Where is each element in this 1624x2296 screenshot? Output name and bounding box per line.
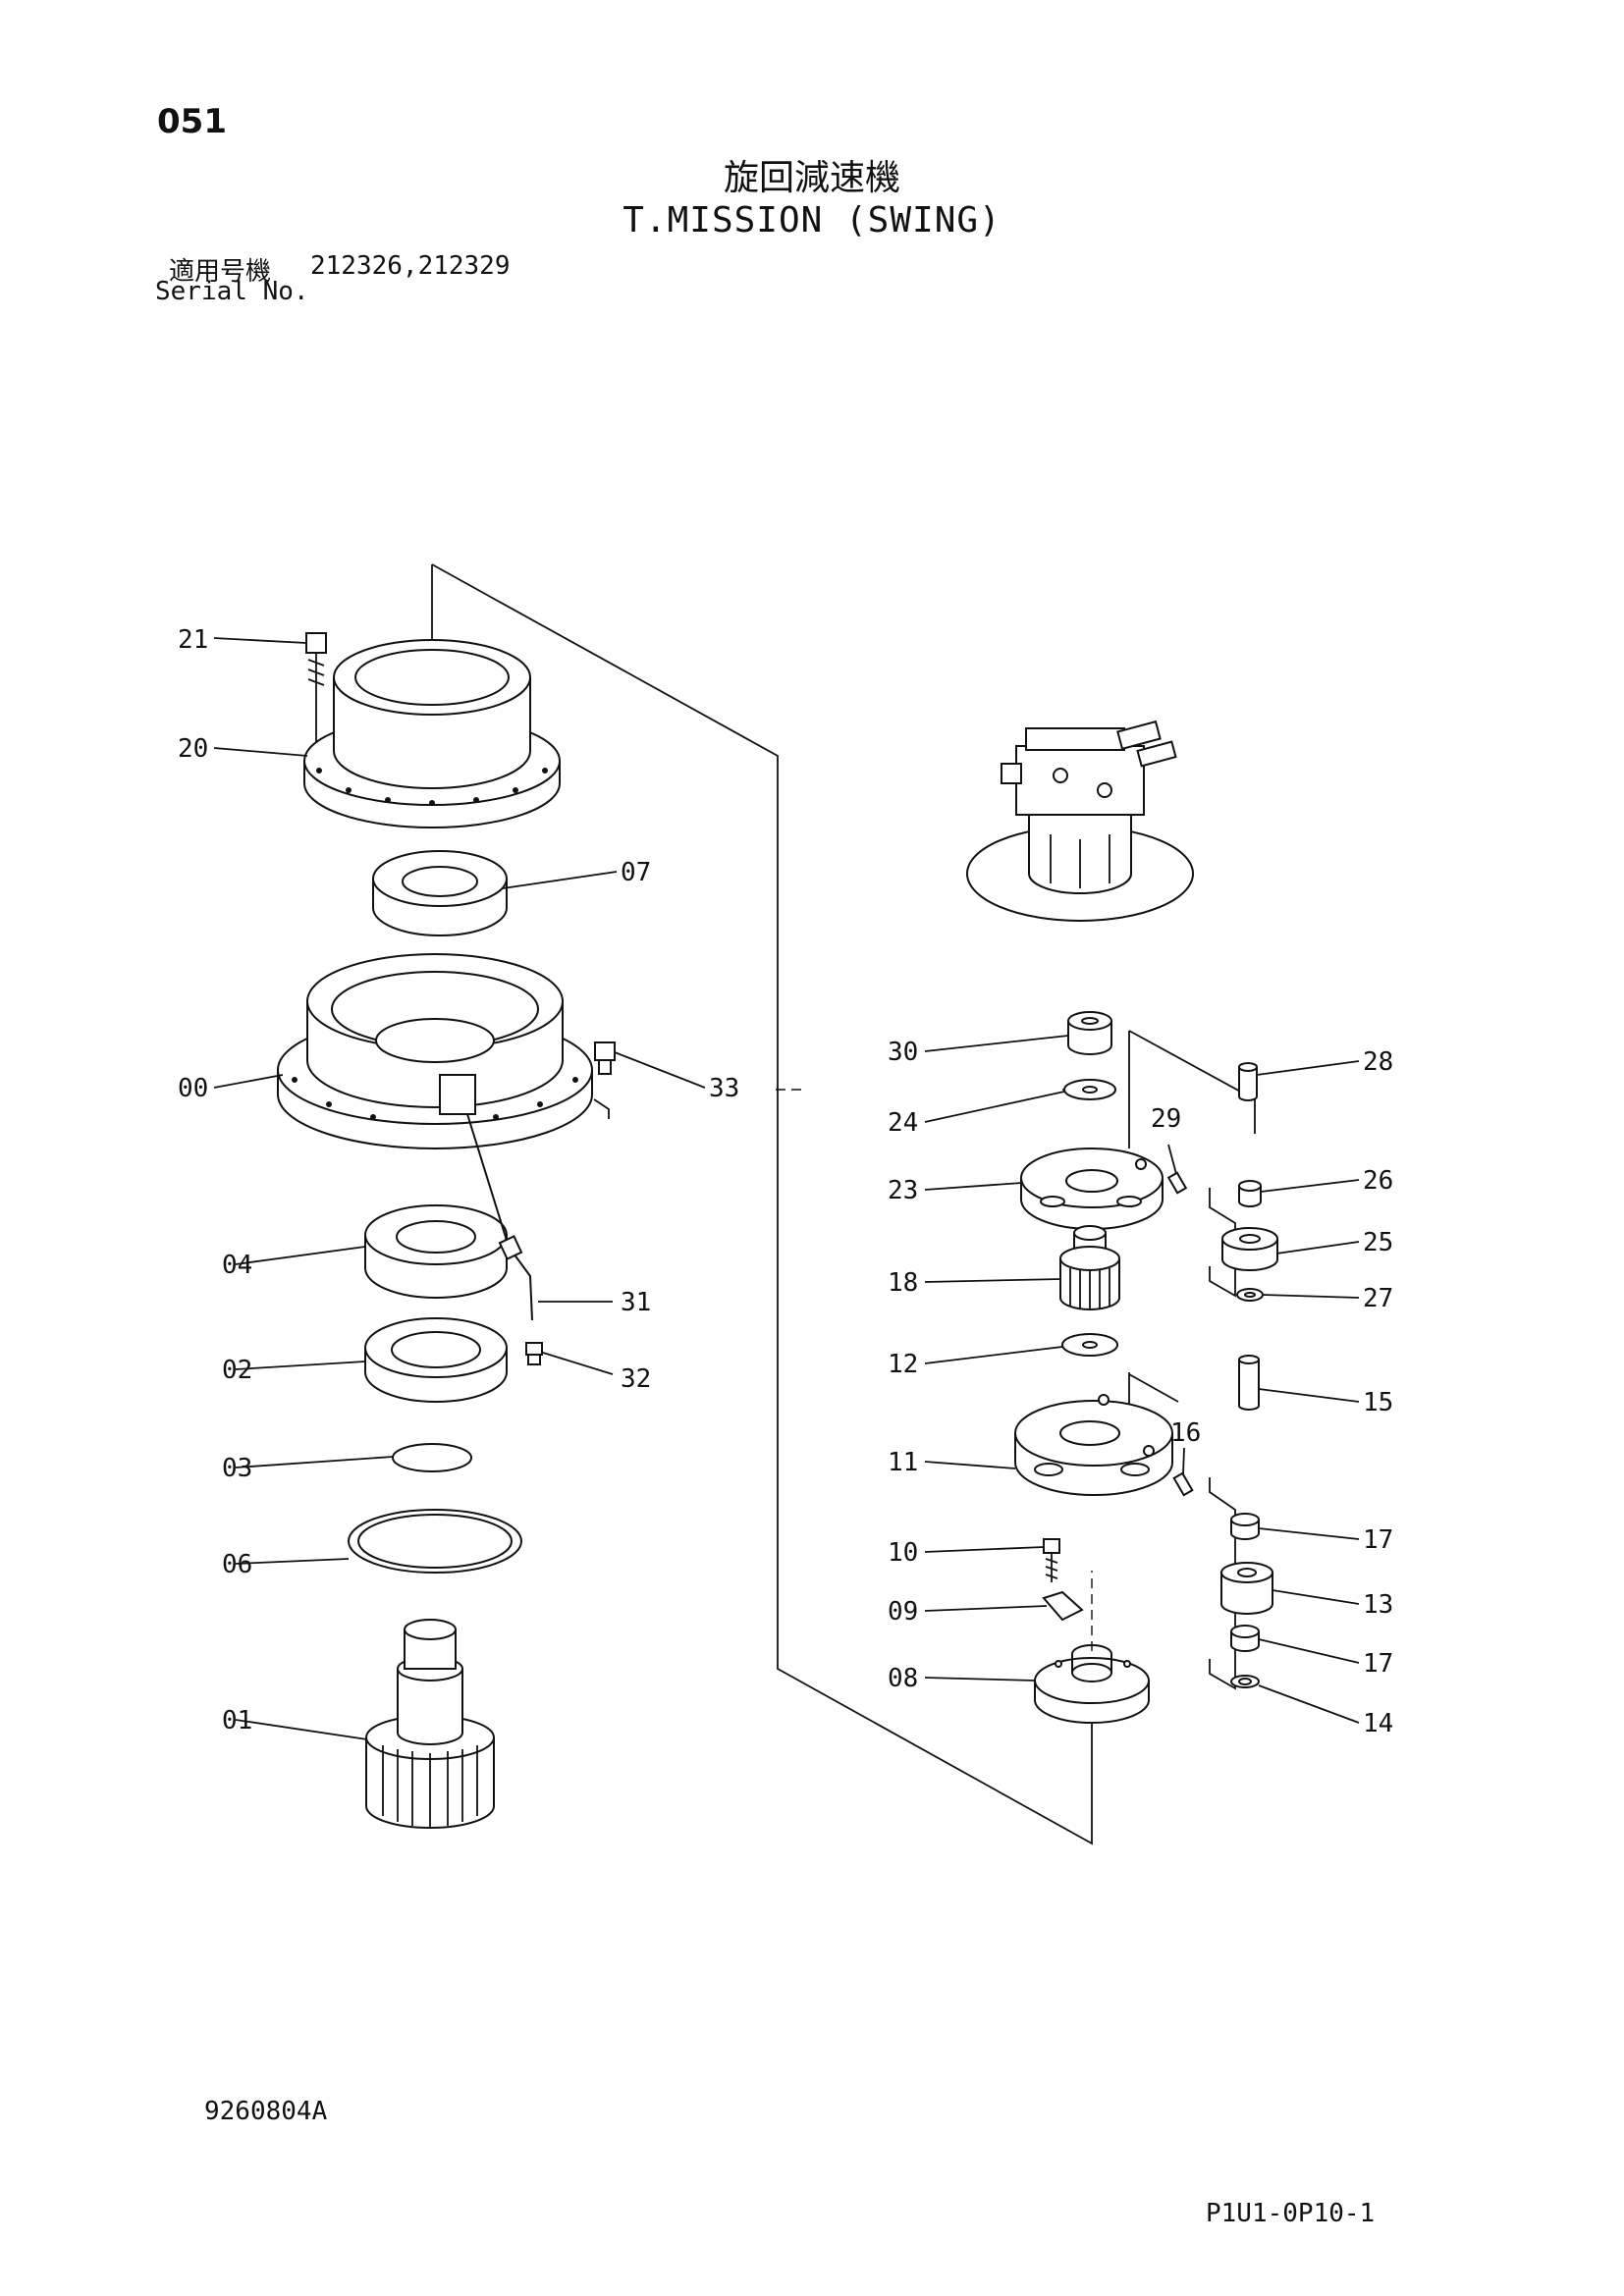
callout-18: 18 bbox=[888, 1268, 918, 1298]
callout-15: 15 bbox=[1363, 1388, 1393, 1417]
part-06-ring bbox=[348, 1509, 522, 1574]
part-13-planet-gear bbox=[1220, 1562, 1273, 1615]
callout-00: 00 bbox=[178, 1074, 208, 1103]
callout-33: 33 bbox=[709, 1074, 739, 1103]
callout-02: 02 bbox=[222, 1356, 252, 1385]
callout-13: 13 bbox=[1363, 1590, 1393, 1620]
callout-32: 32 bbox=[621, 1364, 651, 1394]
part-26-needle-bearing bbox=[1238, 1180, 1262, 1207]
page-number: 051 bbox=[157, 102, 227, 141]
part-10-bolt bbox=[1043, 1538, 1060, 1582]
page-code: P1U1-0P10-1 bbox=[1206, 2199, 1376, 2228]
part-28-pin bbox=[1238, 1062, 1258, 1101]
callout-21: 21 bbox=[178, 625, 208, 655]
page-title-japanese: 旋回減速機 bbox=[723, 158, 900, 198]
callout-30: 30 bbox=[888, 1038, 918, 1067]
part-04-bearing bbox=[364, 1204, 508, 1299]
part-33-plug bbox=[594, 1041, 616, 1075]
callout-labels: 21 20 07 00 33 04 31 02 32 03 06 01 30 2… bbox=[178, 625, 1393, 1738]
callout-16: 16 bbox=[1170, 1418, 1201, 1448]
part-07-bearing bbox=[372, 850, 508, 936]
part-09-lock-plate bbox=[1042, 1590, 1084, 1622]
serial-numbers: 212326,212329 bbox=[310, 251, 511, 281]
callout-03: 03 bbox=[222, 1454, 252, 1483]
callout-12: 12 bbox=[888, 1350, 918, 1379]
callout-04: 04 bbox=[222, 1251, 252, 1280]
callout-20: 20 bbox=[178, 734, 208, 764]
leader-lines bbox=[213, 637, 1360, 1740]
callout-24: 24 bbox=[888, 1108, 918, 1138]
callout-29: 29 bbox=[1151, 1104, 1181, 1134]
part-20-housing-cover bbox=[303, 639, 561, 828]
callout-26: 26 bbox=[1363, 1166, 1393, 1196]
part-23-carrier bbox=[1020, 1148, 1164, 1230]
serial-label-japanese: 適用号機 bbox=[169, 257, 272, 287]
callout-28: 28 bbox=[1363, 1047, 1393, 1077]
part-30-gear bbox=[1067, 1011, 1112, 1055]
part-11-carrier bbox=[1014, 1394, 1173, 1496]
callout-10: 10 bbox=[888, 1538, 918, 1568]
part-31-pipe bbox=[466, 1113, 533, 1321]
part-18-sun-gear bbox=[1059, 1225, 1120, 1310]
callout-09: 09 bbox=[888, 1597, 918, 1627]
callout-11: 11 bbox=[888, 1448, 918, 1477]
part-00-housing bbox=[277, 953, 593, 1149]
callout-08: 08 bbox=[888, 1664, 918, 1693]
part-01-shaft bbox=[365, 1619, 495, 1829]
part-14-washer bbox=[1230, 1675, 1260, 1688]
callout-07: 07 bbox=[621, 858, 651, 887]
part-27-washer bbox=[1236, 1288, 1264, 1302]
part-16-pin bbox=[1172, 1471, 1194, 1497]
part-02-seal bbox=[364, 1317, 508, 1403]
callout-17-lower: 17 bbox=[1363, 1649, 1393, 1679]
assembled-swing-motor-illustration bbox=[966, 720, 1194, 922]
callout-25: 25 bbox=[1363, 1228, 1393, 1257]
part-03-ring bbox=[392, 1443, 472, 1472]
callout-06: 06 bbox=[222, 1550, 252, 1579]
callout-27: 27 bbox=[1363, 1284, 1393, 1313]
callout-14: 14 bbox=[1363, 1709, 1393, 1738]
page-title-english: T.MISSION (SWING) bbox=[623, 200, 1001, 240]
part-25-planet-gear bbox=[1221, 1227, 1278, 1271]
part-15-pin bbox=[1238, 1355, 1260, 1411]
part-29-pin bbox=[1166, 1171, 1188, 1195]
document-code: 9260804A bbox=[204, 2097, 328, 2126]
part-32-fitting bbox=[525, 1342, 543, 1365]
callout-31: 31 bbox=[621, 1288, 651, 1317]
part-12-thrust-washer bbox=[1061, 1333, 1118, 1357]
part-17-needle-bearing-lower bbox=[1230, 1625, 1260, 1652]
serial-label-english: Serial No. bbox=[155, 277, 309, 306]
callout-01: 01 bbox=[222, 1706, 252, 1735]
part-08-ring-nut bbox=[1034, 1644, 1150, 1724]
part-24-thrust-washer bbox=[1063, 1079, 1116, 1100]
callout-17-upper: 17 bbox=[1363, 1525, 1393, 1555]
part-21-bolt bbox=[305, 632, 327, 746]
callout-23: 23 bbox=[888, 1176, 918, 1205]
part-17-needle-bearing-upper bbox=[1230, 1513, 1260, 1540]
